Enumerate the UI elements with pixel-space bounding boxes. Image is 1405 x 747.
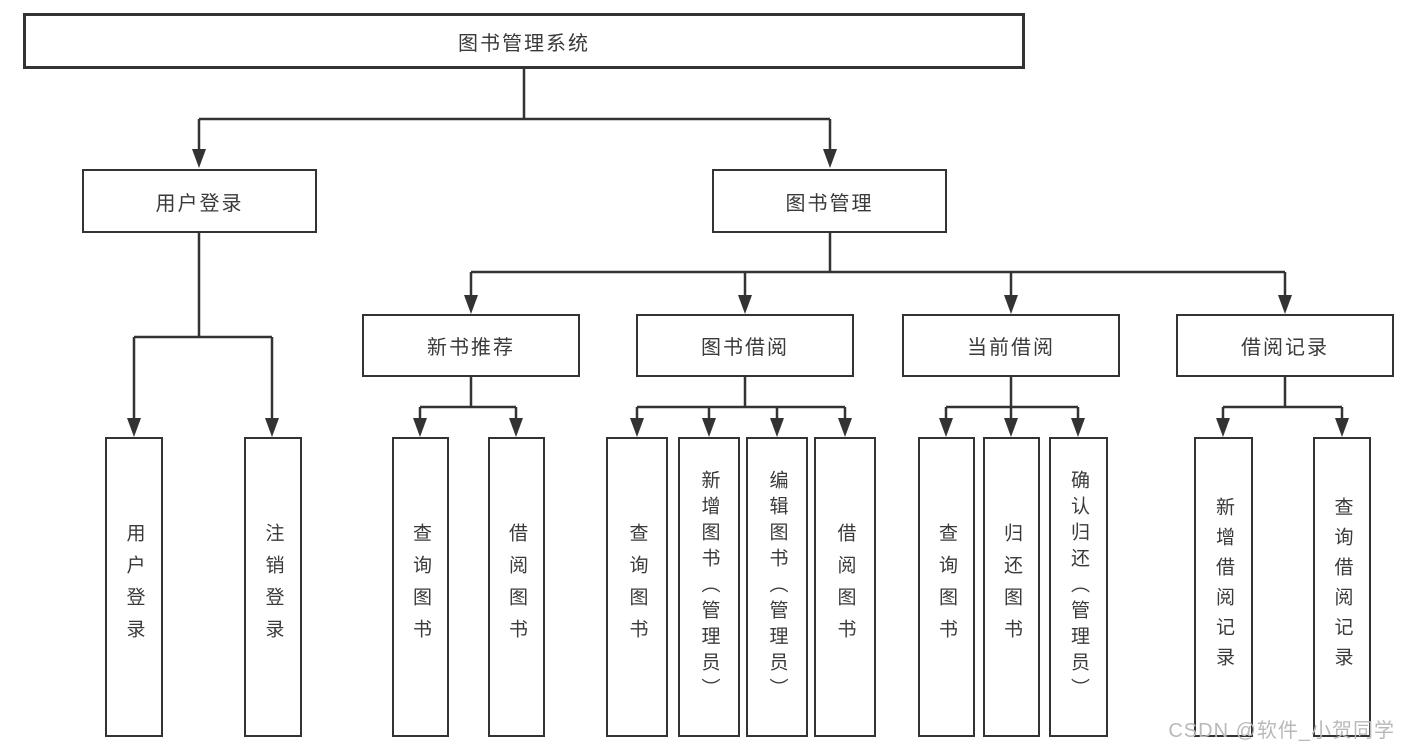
- connector-current-branch: [944, 377, 1080, 421]
- arrowhead: [1278, 295, 1292, 314]
- node-label: 当前借阅: [967, 337, 1055, 359]
- arrowhead: [823, 149, 837, 168]
- connector-records-branch: [1221, 377, 1344, 421]
- node-label: 新书推荐: [427, 337, 515, 359]
- connector-book-mgmt-branch: [469, 233, 1287, 298]
- node-label: 图书管理: [785, 192, 874, 215]
- node-label: 查询图书: [626, 523, 648, 651]
- arrowhead: [1004, 295, 1018, 314]
- node-current-return-books: 归还图书: [983, 437, 1040, 737]
- node-label: 确认归还（管理员）: [1068, 470, 1089, 704]
- node-borrowing-records: 借阅记录: [1176, 314, 1394, 377]
- node-label: 借阅图书: [834, 523, 856, 651]
- node-root: 图书管理系统: [23, 13, 1025, 69]
- arrowhead: [702, 418, 716, 437]
- node-label: 查询图书: [410, 523, 431, 651]
- node-recommend-query-books: 查询图书: [392, 437, 449, 737]
- arrowhead: [770, 418, 784, 437]
- node-book-management: 图书管理: [712, 169, 947, 233]
- connector-root-to-level2: [197, 69, 832, 152]
- node-label: 归还图书: [1001, 523, 1022, 651]
- node-label: 查询借阅记录: [1331, 497, 1353, 677]
- arrowhead: [192, 149, 206, 168]
- node-borrow-add-books-admin: 新增图书（管理员）: [678, 437, 740, 737]
- node-label: 借阅记录: [1241, 337, 1329, 359]
- node-label: 用户登录: [123, 523, 145, 651]
- arrowhead: [939, 418, 953, 437]
- arrowhead: [413, 418, 427, 437]
- node-user-login: 用户登录: [82, 169, 317, 233]
- arrowhead: [265, 418, 279, 437]
- node-recommend-borrow-books: 借阅图书: [488, 437, 545, 737]
- arrowhead: [738, 295, 752, 314]
- node-current-borrowing: 当前借阅: [902, 314, 1120, 377]
- node-borrow-edit-books-admin: 编辑图书（管理员）: [746, 437, 808, 737]
- connector-user-login-branch: [132, 233, 274, 421]
- node-current-confirm-return-admin: 确认归还（管理员）: [1049, 437, 1108, 737]
- node-records-add-record: 新增借阅记录: [1194, 437, 1253, 737]
- arrowhead: [1071, 418, 1085, 437]
- connector-borrow-branch: [635, 377, 847, 421]
- node-login: 用户登录: [105, 437, 163, 737]
- node-label: 用户登录: [155, 192, 244, 215]
- node-records-query-record: 查询借阅记录: [1313, 437, 1371, 737]
- arrowhead: [509, 418, 523, 437]
- node-label: 借阅图书: [506, 523, 527, 651]
- arrowhead: [1216, 418, 1230, 437]
- node-label: 新增图书（管理员）: [698, 470, 720, 704]
- csdn-watermark: CSDN @软件_小贺同学: [1168, 720, 1395, 742]
- arrowhead: [127, 418, 141, 437]
- node-borrow-query-books: 查询图书: [606, 437, 668, 737]
- node-new-book-recommendation: 新书推荐: [362, 314, 580, 377]
- node-label: 图书借阅: [701, 337, 789, 359]
- arrowhead: [1004, 418, 1018, 437]
- node-logout: 注销登录: [244, 437, 302, 737]
- node-book-borrowing: 图书借阅: [636, 314, 854, 377]
- node-label: 编辑图书（管理员）: [766, 470, 788, 704]
- node-current-query-books: 查询图书: [918, 437, 975, 737]
- arrowhead: [464, 295, 478, 314]
- arrowhead: [838, 418, 852, 437]
- node-label: 注销登录: [262, 523, 284, 651]
- node-label: 图书管理系统: [458, 32, 590, 55]
- connector-recommend-branch: [418, 377, 518, 421]
- arrowhead: [1335, 418, 1349, 437]
- node-label: 查询图书: [936, 523, 957, 651]
- arrowhead: [630, 418, 644, 437]
- node-label: 新增借阅记录: [1213, 497, 1234, 677]
- node-borrow-borrow-books: 借阅图书: [814, 437, 876, 737]
